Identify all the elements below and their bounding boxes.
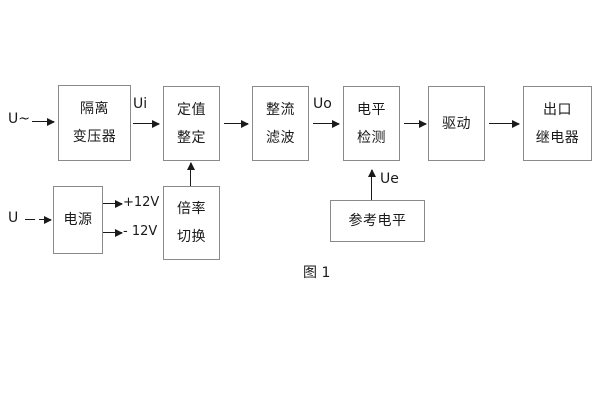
arrow-multiplier-switch-to-setting-value bbox=[186, 162, 195, 186]
arrow-level-detection-to-drive bbox=[404, 119, 427, 128]
block-setting-value-line-1: 定值 bbox=[177, 101, 206, 118]
block-setting-value-line-2: 整定 bbox=[177, 129, 206, 146]
block-reference-level: 参考电平 bbox=[330, 200, 425, 242]
block-level-detection: 电平 检测 bbox=[343, 86, 400, 161]
signal-label-input-dc: U bbox=[8, 210, 19, 226]
block-multiplier-switch: 倍率 切换 bbox=[163, 186, 220, 260]
signal-label-ue: Ue bbox=[380, 171, 399, 187]
block-isolation-transformer-line-2: 变压器 bbox=[72, 129, 117, 145]
block-rectify-filter-line-1: 整流 bbox=[266, 101, 295, 118]
block-multiplier-switch-line-1: 倍率 bbox=[177, 201, 206, 217]
block-level-detection-line-2: 检测 bbox=[357, 129, 386, 146]
signal-label-rail-negative: - 12V bbox=[123, 224, 158, 239]
arrow-reference-level-to-level-detection bbox=[367, 169, 376, 200]
block-rectify-filter-line-2: 滤波 bbox=[266, 129, 295, 146]
arrow-rectify-filter-to-level-detection bbox=[313, 119, 340, 128]
block-multiplier-switch-line-2: 切换 bbox=[177, 229, 206, 245]
block-output-relay-line-2: 继电器 bbox=[535, 129, 580, 146]
arrow-input-ac-to-isolation-transformer bbox=[32, 117, 55, 126]
arrow-rail-negative bbox=[103, 228, 123, 237]
block-reference-level-line-1: 参考电平 bbox=[348, 213, 407, 229]
arrow-drive-to-output-relay bbox=[489, 119, 520, 128]
signal-label-uo: Uo bbox=[313, 96, 332, 112]
block-isolation-transformer: 隔离 变压器 bbox=[58, 85, 131, 161]
block-drive: 驱动 bbox=[428, 86, 485, 161]
block-power-supply-line-1: 电源 bbox=[63, 212, 93, 228]
arrow-isolation-transformer-to-setting-value bbox=[133, 119, 160, 128]
block-level-detection-line-1: 电平 bbox=[357, 101, 386, 118]
figure-caption: 图 1 bbox=[303, 265, 331, 281]
block-setting-value: 定值 整定 bbox=[163, 86, 220, 161]
block-rectify-filter: 整流 滤波 bbox=[252, 86, 309, 161]
arrow-rail-positive bbox=[103, 199, 123, 208]
signal-label-ui: Ui bbox=[133, 96, 148, 112]
block-isolation-transformer-line-1: 隔离 bbox=[80, 101, 109, 117]
dash-segment-input-dc bbox=[25, 219, 35, 220]
arrow-input-dc-to-power-supply bbox=[39, 215, 52, 224]
arrow-setting-value-to-rectify-filter bbox=[224, 119, 249, 128]
signal-label-input-ac: U~ bbox=[8, 111, 30, 127]
signal-label-rail-positive: +12V bbox=[123, 195, 160, 210]
block-output-relay: 出口 继电器 bbox=[523, 86, 592, 161]
block-drive-line-1: 驱动 bbox=[442, 115, 471, 132]
block-output-relay-line-1: 出口 bbox=[543, 101, 572, 118]
block-power-supply: 电源 bbox=[53, 186, 103, 254]
